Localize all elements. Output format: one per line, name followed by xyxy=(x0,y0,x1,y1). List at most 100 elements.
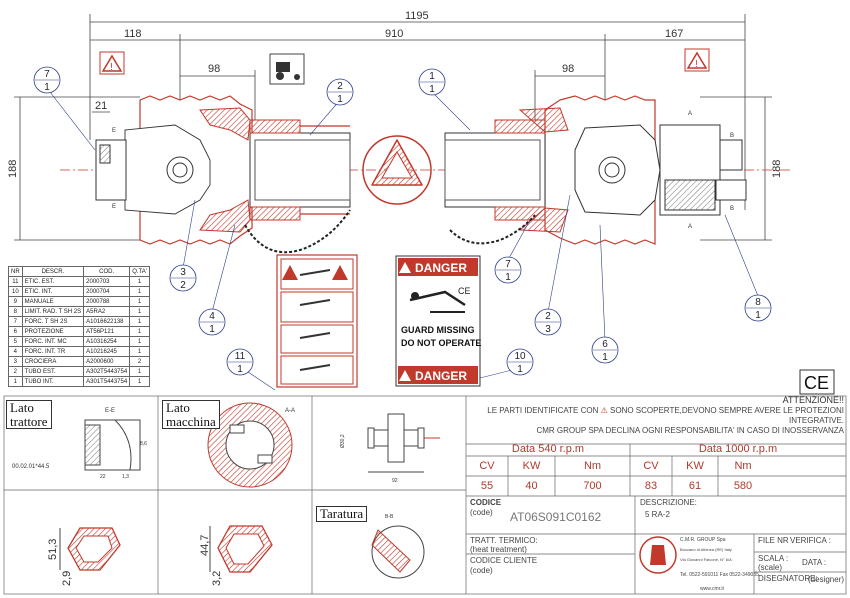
bom-cell-descr: ETIC. INT. xyxy=(21,286,85,297)
power-540-header-kw: KW xyxy=(522,460,541,472)
balloon-quantity: 1 xyxy=(429,84,435,95)
label-taratura: Taratura xyxy=(316,506,368,522)
company-logo xyxy=(639,536,677,574)
dim-overall: 1195 xyxy=(405,10,429,22)
bom-cell-qty: 1 xyxy=(129,336,150,347)
do-not-operate-text: DO NOT OPERATE xyxy=(401,338,481,348)
warning-triangle-icon: ⚠ xyxy=(600,406,608,416)
bom-cell-descr: FORC. T SH 2S xyxy=(21,316,85,327)
part-balloon: 81 xyxy=(744,294,772,322)
balloon-quantity: 1 xyxy=(755,310,761,321)
bom-cell-nr: 11 xyxy=(8,276,23,287)
balloon-quantity: 1 xyxy=(505,272,511,283)
warning-triangle-icon: ! xyxy=(99,51,125,75)
bom-cell-nr: 10 xyxy=(8,286,23,297)
power-1000-header-cv: CV xyxy=(643,460,659,472)
bom-cell-nr: 5 xyxy=(8,336,23,347)
bom-cell-descr: PROTEZIONE xyxy=(21,326,85,337)
ce-mark: CE xyxy=(804,373,829,393)
outer-profile-view xyxy=(209,525,273,573)
disegnatore-sub: (designer) xyxy=(808,575,845,584)
codice-value: AT06S091C0162 xyxy=(510,510,602,524)
cliente-sub: (code) xyxy=(470,566,493,575)
balloon-quantity: 1 xyxy=(209,324,215,335)
section-mark-a: A xyxy=(688,111,692,117)
dim-22: 22 xyxy=(100,474,106,480)
danger-text-bottom: DANGER xyxy=(415,369,467,383)
part-balloon: 71 xyxy=(33,66,61,94)
section-mark-e: E xyxy=(112,204,116,210)
balloon-quantity: 1 xyxy=(337,94,343,105)
dim-height-left: 188 xyxy=(7,160,19,178)
warning-sticker-pictograms xyxy=(276,254,358,388)
bom-cell-descr: TUBO EST. xyxy=(21,366,85,377)
danger-text-top: DANGER xyxy=(415,261,467,275)
balloon-quantity: 1 xyxy=(602,352,608,363)
power-1000-cv: 83 xyxy=(644,480,658,492)
power-1000-header-nm: Nm xyxy=(734,460,752,472)
part-balloon: 101 xyxy=(506,348,534,376)
bom-cell-descr: FORC. INT. TR xyxy=(21,346,85,357)
verifica-label: VERIFICA : xyxy=(790,536,831,545)
ce-mark-box xyxy=(799,369,835,395)
descr-value: 5 RA-2 xyxy=(645,510,670,519)
bom-cell-nr: 9 xyxy=(8,296,23,307)
scala-sub: (scale) xyxy=(758,563,783,572)
power-540-cv: 55 xyxy=(480,480,494,492)
attention-line2: CMR GROUP SPA DECLINA OGNI RESPONSABILIT… xyxy=(536,426,844,436)
lato-trattore-text: Lato trattore xyxy=(10,400,48,429)
balloon-part-number: 7 xyxy=(505,259,511,270)
dim-29: 2,9 xyxy=(61,571,73,586)
view-aa xyxy=(207,402,293,488)
balloon-part-number: 6 xyxy=(602,339,608,350)
balloon-part-number: 3 xyxy=(180,267,186,278)
dimension-lines xyxy=(14,14,772,241)
company-name: C.M.R. GROUP Spa xyxy=(680,537,726,543)
bom-cell-descr: FORC. INT. MC xyxy=(21,336,85,347)
company-tel: Tel. 0522-591011 Fax 0522-349035 xyxy=(680,572,759,578)
dim-middle: 910 xyxy=(385,28,403,40)
power-540-title: Data 540 r.p.m xyxy=(511,443,585,455)
balloon-part-number: 2 xyxy=(337,81,343,92)
balloon-part-number: 4 xyxy=(209,311,215,322)
cliente-label: CODICE CLIENTE xyxy=(470,556,538,565)
dim-513: 51,3 xyxy=(47,539,59,560)
attention-title: ATTENZIONE!! xyxy=(782,395,844,405)
ce-mark-small: CE xyxy=(458,286,471,296)
section-mark-b: B xyxy=(730,133,734,139)
guard-missing-text: GUARD MISSING xyxy=(401,325,475,335)
dim-right-end: 167 xyxy=(665,28,683,40)
view-aa-label: A-A xyxy=(285,408,295,414)
bom-cell-qty: 1 xyxy=(129,326,150,337)
power-1000-title: Data 1000 r.p.m xyxy=(698,443,778,455)
balloon-quantity: 3 xyxy=(545,324,551,335)
balloon-quantity: 1 xyxy=(44,82,50,93)
bom-cell-cod: 2000788 xyxy=(83,296,131,307)
dim-21: 21 xyxy=(95,100,107,112)
bom-cell-nr: 4 xyxy=(8,346,23,357)
label-lato-trattore: Lato trattore xyxy=(6,400,52,430)
bom-cell-cod: A10216245 xyxy=(83,346,131,357)
bom-cell-nr: 8 xyxy=(8,306,23,317)
balloon-part-number: 2 xyxy=(545,311,551,322)
balloon-part-number: 11 xyxy=(235,351,246,362)
attention-line1a: LE PARTI IDENTIFICATE CON xyxy=(487,406,599,416)
bom-cell-nr: 6 xyxy=(8,326,23,337)
bom-cell-descr: TUBO INT. xyxy=(21,376,85,387)
part-balloon: 41 xyxy=(198,308,226,336)
bom-header-descr: DESCR. xyxy=(21,266,85,277)
bom-cell-descr: LIMIT. RAD. T SH 2S xyxy=(21,306,85,317)
company-web: www.cmr.it xyxy=(700,586,724,592)
warning-triangle-icon: ! xyxy=(684,48,710,72)
power-1000-nm: 580 xyxy=(733,480,753,492)
taratura-view xyxy=(371,525,425,579)
bom-cell-qty: 1 xyxy=(129,306,150,317)
power-1000-kw: 61 xyxy=(688,480,702,492)
tube-profile xyxy=(362,135,432,205)
bom-cell-nr: 2 xyxy=(8,366,23,377)
lato-macchina-text: Lato macchina xyxy=(166,400,216,429)
bom-cell-qty: 1 xyxy=(129,366,150,377)
